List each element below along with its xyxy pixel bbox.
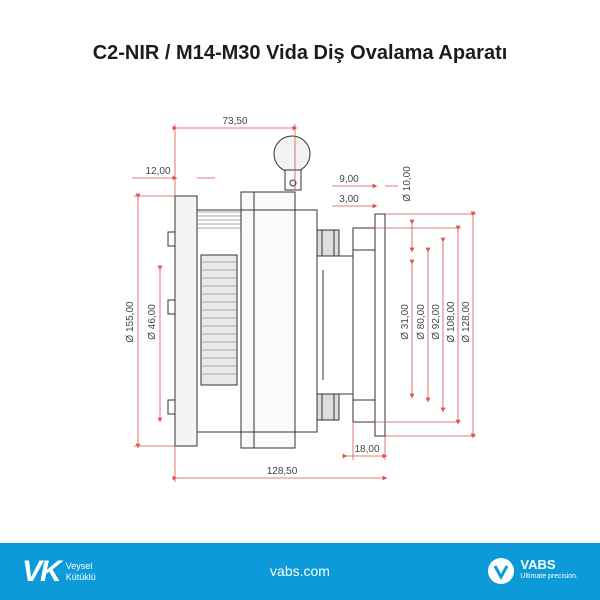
dim-dia-10: Ø 10,00 bbox=[402, 166, 413, 202]
dim-left-offset: 12,00 bbox=[145, 166, 170, 177]
vk-brand-line1: Veysel bbox=[65, 561, 93, 571]
dim-right-9: 9,00 bbox=[339, 174, 359, 185]
dim-dia-92: Ø 92,00 bbox=[431, 304, 442, 340]
vabs-tagline: Ultimate precision. bbox=[520, 573, 578, 580]
dim-bottom-18: 18,00 bbox=[354, 444, 379, 455]
technical-drawing: 73,50 12,00 Ø 155,00 Ø 46,00 9,00 3,00 Ø… bbox=[125, 116, 476, 482]
dim-dia-108: Ø 108,00 bbox=[446, 301, 457, 343]
part-outline bbox=[167, 135, 386, 449]
vk-brand: VK Veysel Kütüklü bbox=[22, 555, 96, 588]
dim-dia-31: Ø 31,00 bbox=[400, 304, 411, 340]
dim-dia-80: Ø 80,00 bbox=[416, 304, 427, 340]
page-title: C2-NIR / M14-M30 Vida Diş Ovalama Aparat… bbox=[92, 42, 508, 64]
vabs-logo-icon bbox=[488, 558, 515, 584]
dim-right-3: 3,00 bbox=[339, 194, 359, 205]
vk-brand-text: Veysel Kütüklü bbox=[66, 561, 96, 583]
dim-total-width: 128,50 bbox=[267, 466, 298, 477]
dim-dia-46: Ø 46,00 bbox=[147, 304, 158, 340]
dim-top-width: 73,50 bbox=[222, 116, 247, 127]
dim-dia-155: Ø 155,00 bbox=[125, 301, 136, 343]
vabs-brand: VABS Ultimate precision. bbox=[488, 558, 578, 584]
vk-brand-line2: Kütüklü bbox=[65, 572, 96, 582]
vabs-name: VABS bbox=[520, 557, 556, 572]
vk-logo: VK bbox=[22, 555, 62, 588]
site-url[interactable]: vabs.com bbox=[270, 563, 330, 579]
footer-bar: VK Veysel Kütüklü vabs.com VABS Ultimate… bbox=[0, 543, 600, 600]
vabs-brand-text: VABS Ultimate precision. bbox=[520, 557, 578, 583]
dim-dia-128: Ø 128,00 bbox=[461, 301, 472, 343]
